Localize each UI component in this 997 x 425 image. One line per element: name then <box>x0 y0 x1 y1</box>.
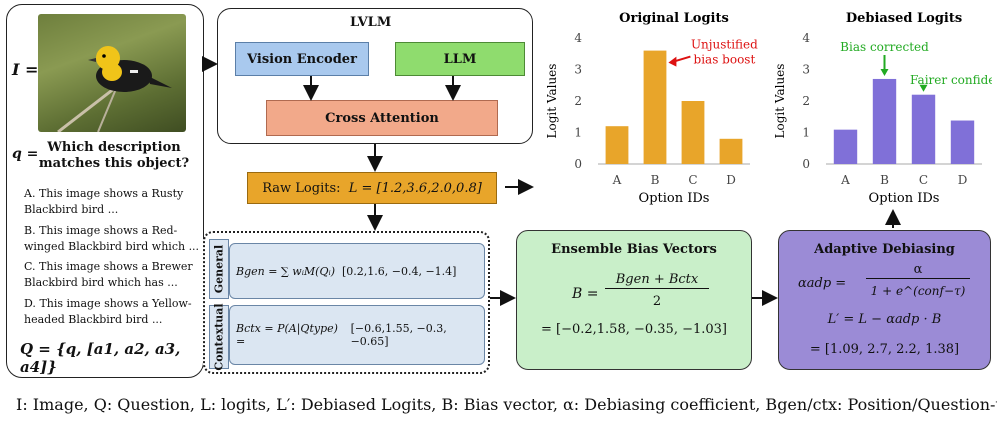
x-tick-label: B <box>880 173 889 187</box>
bias-vector-panel: General Contextual Bgen = ∑ wᵢM(Qᵢ) [0.2… <box>203 231 490 374</box>
annotation-fairer-confidence: Fairer confidence <box>910 73 992 87</box>
y-tick-label: 3 <box>574 63 582 77</box>
x-tick-label: A <box>612 173 622 187</box>
y-tick-label: 4 <box>802 31 810 45</box>
general-bias-formula: Bgen = ∑ wᵢM(Qᵢ) [0.2,1.6, −0.4, −1.4] <box>229 243 485 299</box>
adaptive-title: Adaptive Debiasing <box>814 242 955 257</box>
bar-b <box>872 78 897 164</box>
alpha-numerator: α <box>866 262 970 279</box>
ensemble-bias-box <box>516 230 752 370</box>
y-tick-label: 4 <box>574 31 582 45</box>
contextual-bias-formula: Bctx = P(A|Qtype) = [−0.6,1.55, −0.3, −0… <box>229 305 485 365</box>
question-text: Which description matches this object? <box>38 140 190 171</box>
general-tab: General <box>209 239 229 299</box>
bar-d <box>719 138 743 164</box>
y-tick-label: 2 <box>802 94 810 108</box>
y-tick-label: 1 <box>574 126 582 140</box>
contextual-tab: Contextual <box>209 303 229 371</box>
adaptive-debiasing-box <box>778 230 991 370</box>
y-tick-label: 0 <box>802 157 810 171</box>
annotation-unjustified-bias: Unjustified <box>691 38 758 52</box>
option-b: B. This image shows a Red-winged Blackbi… <box>24 224 200 253</box>
x-tick-label: A <box>840 173 850 187</box>
ensemble-result: = [−0.2,1.58, −0.35, −1.03] <box>540 322 728 337</box>
ensemble-denominator: 2 <box>652 294 662 309</box>
bird-illustration <box>57 46 172 132</box>
annotation-bias-corrected: Bias corrected <box>840 40 929 54</box>
x-axis-label: Option IDs <box>639 191 710 206</box>
input-panel <box>6 4 204 378</box>
x-tick-label: D <box>958 173 968 187</box>
bird-image <box>38 14 186 132</box>
y-tick-label: 0 <box>574 157 582 171</box>
option-a: A. This image shows a Rusty Blackbird bi… <box>24 187 184 216</box>
option-c: C. This image shows a Brewer Blackbird b… <box>24 260 193 289</box>
raw-logits-formula: L = [1.2,3.6,2.0,0.8] <box>348 180 482 196</box>
question-definition: Q = {q, [a1, a2, a3, a4]} <box>20 340 181 376</box>
annotation-arrowhead <box>880 68 889 76</box>
annotation-arrowhead <box>919 84 928 92</box>
x-tick-label: C <box>688 173 697 187</box>
y-axis-label: Logit Values <box>773 64 787 139</box>
x-axis-label: Option IDs <box>869 191 940 206</box>
raw-logits-box: Raw Logits: L = [1.2,3.6,2.0,0.8] <box>247 172 497 204</box>
raw-logits-label: Raw Logits: <box>262 180 341 196</box>
x-tick-label: D <box>726 173 736 187</box>
annotation-unjustified-bias-line2: bias boost <box>694 53 756 67</box>
y-tick-label: 1 <box>802 126 810 140</box>
bar-b <box>643 50 667 164</box>
adaptive-update: L′ = L − αadp · B <box>827 312 942 327</box>
image-label: I = <box>12 60 39 79</box>
bar-a <box>605 126 629 164</box>
bar-c <box>681 101 705 164</box>
y-tick-label: 2 <box>574 94 582 108</box>
question-label: q = <box>12 146 39 162</box>
bar-c <box>911 94 936 164</box>
chart-title: Debiased Logits <box>846 11 962 26</box>
ensemble-title: Ensemble Bias Vectors <box>551 242 717 257</box>
x-tick-label: B <box>651 173 660 187</box>
cross-attention-block: Cross Attention <box>266 100 498 136</box>
ensemble-numerator: Bgen + Bctx <box>605 272 709 289</box>
lvlm-box <box>217 8 533 144</box>
llm-block: LLM <box>395 42 525 76</box>
alpha-denominator: 1 + e^(conf−τ) <box>870 284 966 298</box>
vision-encoder-block: Vision Encoder <box>235 42 369 76</box>
ensemble-lhs: B = <box>572 286 599 302</box>
alpha-lhs: αadp = <box>798 276 847 291</box>
adaptive-result: = [1.09, 2.7, 2.2, 1.38] <box>809 342 960 357</box>
bar-a <box>833 129 858 164</box>
x-tick-label: C <box>919 173 928 187</box>
annotation-arrowhead <box>668 56 677 67</box>
legend-caption: I: Image, Q: Question, L: logits, L′: De… <box>16 395 997 414</box>
y-tick-label: 3 <box>802 63 810 77</box>
option-d: D. This image shows a Yellow-headed Blac… <box>24 297 192 326</box>
y-axis-label: Logit Values <box>545 64 559 139</box>
lvlm-title: LVLM <box>350 15 392 30</box>
bar-d <box>950 120 975 164</box>
chart-title: Original Logits <box>619 11 729 26</box>
